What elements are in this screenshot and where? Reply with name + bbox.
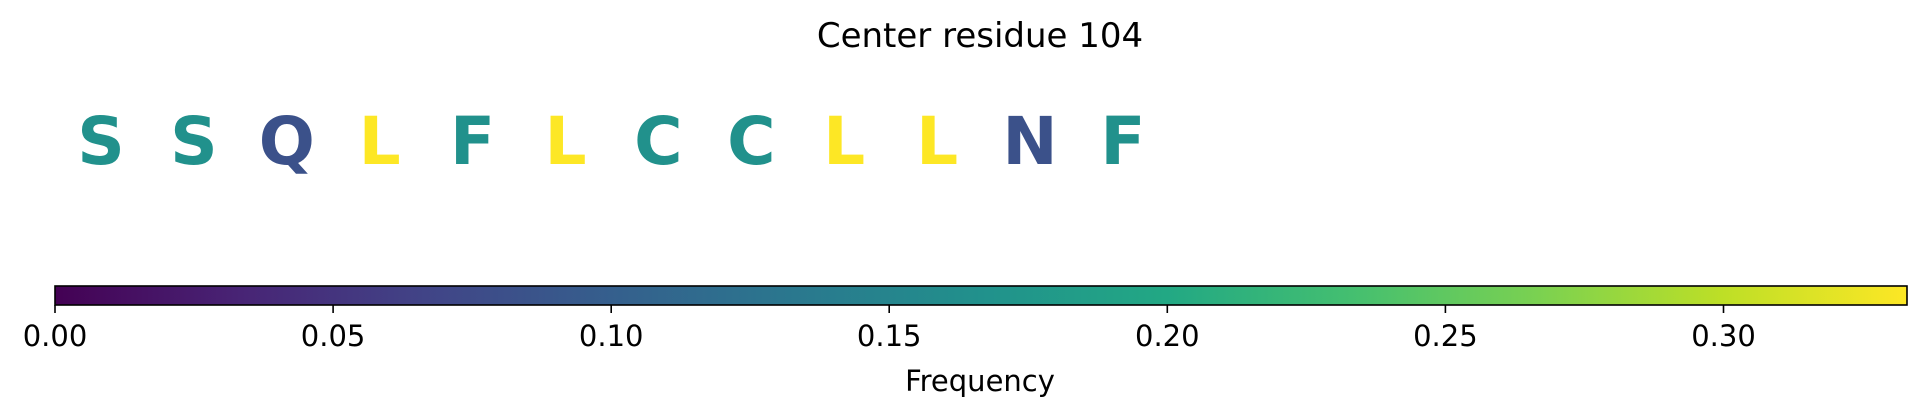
- colorbar-tick-label: 0.30: [1691, 319, 1756, 353]
- residue-letter: C: [727, 103, 775, 180]
- residue-letter: N: [1002, 103, 1057, 180]
- colorbar: [54, 285, 1908, 306]
- colorbar-tick-label: 0.20: [1135, 319, 1200, 353]
- residue-letter: S: [170, 103, 218, 180]
- residue-letter: L: [916, 103, 958, 180]
- chart-title: Center residue 104: [817, 16, 1143, 56]
- colorbar-tick-label: 0.00: [23, 319, 88, 353]
- colorbar-ticks: 0.00 0.05 0.10 0.15 0.20 0.25 0.30: [23, 305, 1756, 353]
- residue-letter: L: [823, 103, 865, 180]
- residue-letter: F: [1100, 103, 1145, 180]
- residue-letter: L: [359, 103, 401, 180]
- residue-letter: L: [544, 103, 586, 180]
- colorbar-tick-label: 0.10: [579, 319, 644, 353]
- residue-letter: F: [450, 103, 495, 180]
- colorbar-label: Frequency: [905, 364, 1055, 398]
- colorbar-tick-label: 0.15: [857, 319, 922, 353]
- residue-letter: S: [77, 103, 125, 180]
- residue-letter: C: [634, 103, 682, 180]
- colorbar-tick-label: 0.05: [301, 319, 366, 353]
- residue-letter: Q: [259, 103, 315, 180]
- colorbar-tick-label: 0.25: [1413, 319, 1478, 353]
